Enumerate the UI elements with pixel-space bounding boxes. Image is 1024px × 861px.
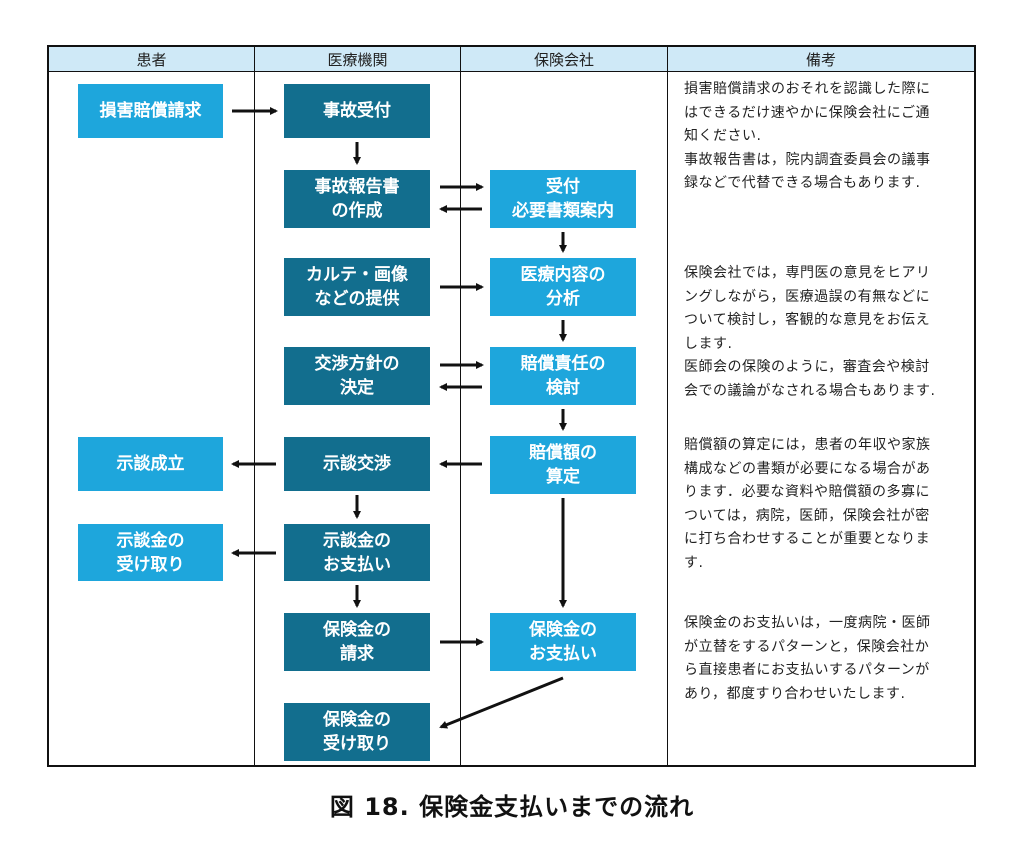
column-header-hospital: 医療機関: [255, 47, 460, 72]
box-settlement-payment: 示談金の お支払い: [284, 524, 430, 581]
box-negotiation-policy: 交渉方針の 決定: [284, 347, 430, 405]
box-accident-report: 事故報告書 の作成: [284, 170, 430, 228]
column-header-notes: 備考: [668, 47, 974, 72]
figure-caption: 図 18. 保険金支払いまでの流れ: [329, 793, 695, 821]
box-records-provision: カルテ・画像 などの提供: [284, 258, 430, 316]
note-insurer-review: 保険会社では，専門医の意見をヒアリ ングしながら，医療過誤の有無などに ついて検…: [684, 265, 936, 399]
column-divider: [254, 47, 255, 766]
box-liability-review: 賠償責任の 検討: [490, 347, 636, 405]
box-settlement-reached: 示談成立: [78, 437, 223, 491]
box-settlement-receipt: 示談金の 受け取り: [78, 524, 223, 581]
column-header-patient: 患者: [49, 47, 254, 72]
box-insurance-claim: 保険金の 請求: [284, 613, 430, 671]
arrow-diagonal: [439, 676, 564, 729]
box-compensation-calc: 賠償額の 算定: [490, 436, 636, 494]
box-accident-reception: 事故受付: [284, 84, 430, 138]
note-payment: 保険金のお支払いは，一度病院・医師 が立替をするパターンと，保険会社か ら直接患…: [684, 615, 931, 702]
box-reception-guidance: 受付 必要書類案内: [490, 170, 636, 228]
column-header-insurer: 保険会社: [461, 47, 667, 72]
box-settlement-negotiation: 示談交渉: [284, 437, 430, 491]
table-frame: [47, 45, 976, 767]
box-damage-claim: 損害賠償請求: [78, 84, 223, 138]
box-insurance-receipt: 保険金の 受け取り: [284, 703, 430, 761]
note-accident-report: 損害賠償請求のおそれを認識した際に はできるだけ速やかに保険会社にご通 知くださ…: [684, 81, 931, 191]
column-divider: [667, 47, 668, 766]
box-medical-analysis: 医療内容の 分析: [490, 258, 636, 316]
box-insurance-payment: 保険金の お支払い: [490, 613, 636, 671]
column-divider: [460, 47, 461, 766]
note-compensation: 賠償額の算定には，患者の年収や家族 構成などの書類が必要になる場合があ ります．…: [684, 437, 931, 571]
